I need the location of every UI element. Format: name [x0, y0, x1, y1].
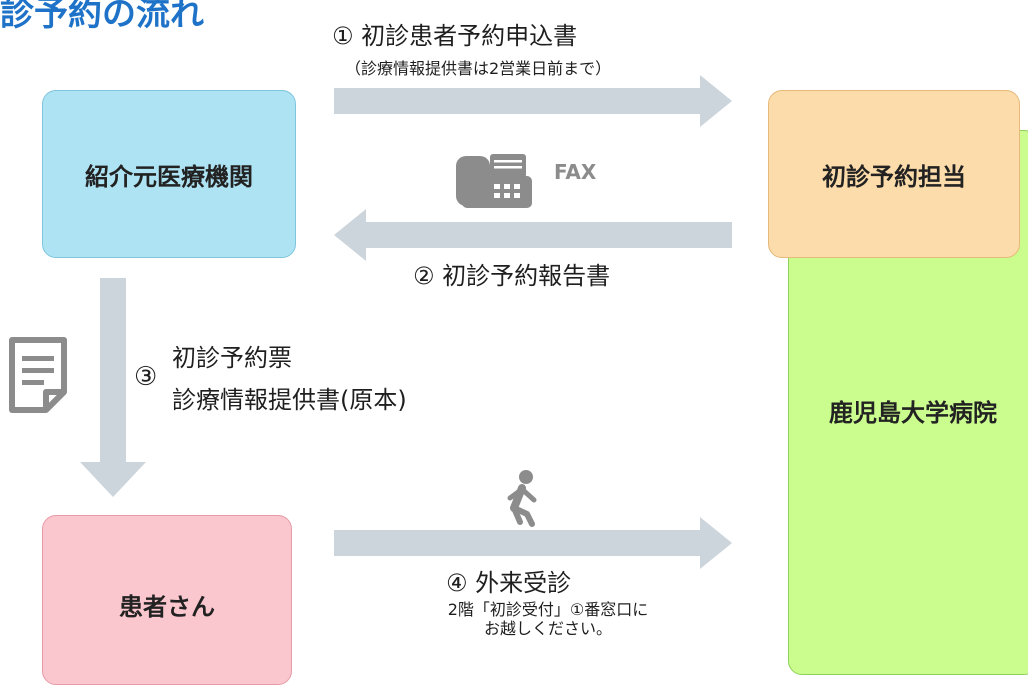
step4-label: ④ 外来受診: [446, 569, 572, 597]
step2-label: ② 初診予約報告書: [413, 262, 611, 290]
arrow-step2: [334, 209, 732, 261]
step4-note-line-1: 2階「初診受付」①番窓口に: [447, 600, 649, 619]
step4-note: 2階「初診受付」①番窓口に お越しください。: [398, 600, 698, 638]
document-icon: [9, 337, 67, 413]
arrow-step1: [334, 75, 732, 127]
step1-label: ① 初診患者予約申込書: [332, 22, 578, 50]
step3-line-2: 診療情報提供書(原本): [172, 386, 407, 414]
hospital-label: 鹿児島大学病院: [829, 399, 997, 427]
step4-note-line-2: お越しください。: [483, 619, 612, 638]
arrow-step3: [80, 278, 146, 497]
node-booking-desk: 初診予約担当: [768, 90, 1020, 258]
fax-icon: [456, 154, 532, 208]
fax-label: FAX: [554, 160, 597, 184]
step3-line-1: 初診予約票: [172, 344, 292, 372]
arrow-step4: [334, 517, 732, 569]
step3-number: ③: [134, 362, 158, 392]
step1-note: （診療情報提供書は2営業日前まで）: [345, 59, 612, 78]
patient-label: 患者さん: [119, 592, 215, 621]
node-referrer: 紹介元医療機関: [42, 90, 296, 258]
booking-desk-label: 初診予約担当: [822, 162, 966, 191]
referrer-label: 紹介元医療機関: [85, 162, 253, 191]
node-patient: 患者さん: [42, 515, 292, 685]
page-title: 診予約の流れ: [0, 0, 204, 34]
walking-person-icon: [507, 470, 537, 527]
